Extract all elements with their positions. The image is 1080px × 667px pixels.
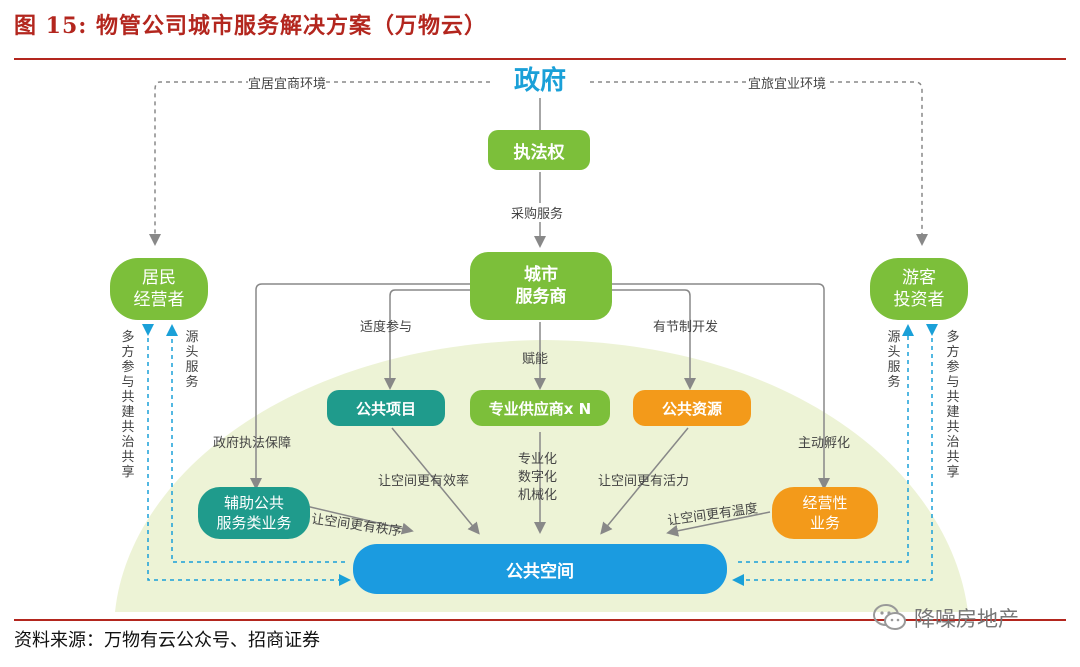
source-note: 资料来源：万物有云公众号、招商证券 <box>14 630 320 651</box>
label-professional: 专业化 <box>518 452 558 467</box>
enforcement-node: 执法权 <box>488 130 590 170</box>
left-outer-dashed-loop <box>142 324 351 586</box>
residents-node: 居民 经营者 <box>110 258 208 320</box>
label-livable-business-env: 宜居宜商环境 <box>248 73 327 92</box>
city-provider-line-2: 服务商 <box>515 287 567 307</box>
left-inner-dashed-loop <box>166 324 345 563</box>
provider-to-auxiliary-arrow <box>250 283 470 490</box>
label-digital: 数字化 <box>518 470 558 485</box>
city-service-provider-node: 城市 服务商 <box>470 252 612 320</box>
auxiliary-line-2: 服务类业务 <box>216 514 292 532</box>
label-moderate-participation: 适度参与 <box>360 320 413 335</box>
government-node: 政府 <box>513 66 566 96</box>
label-right-multi-party: 多方参与共建共治共享 <box>946 330 960 480</box>
visitors-line-1: 游客 <box>902 268 936 288</box>
right-outer-dashed-loop <box>732 324 938 586</box>
provider-to-resources-arrow <box>612 289 696 390</box>
watermark: 降噪房地产 <box>872 603 1019 633</box>
figure-title: 图 15: 物管公司城市服务解决方案（万物云） <box>14 13 488 39</box>
resources-to-space-arrow <box>600 427 689 535</box>
public-projects-node: 公共项目 <box>327 390 445 426</box>
top-right-dashed-arrow <box>590 81 928 246</box>
footer-rule <box>14 619 1066 621</box>
projects-to-space-arrow <box>391 427 480 535</box>
visitors-line-2: 投资者 <box>893 290 945 310</box>
provider-to-business-arrow <box>612 283 830 490</box>
label-more-vital: 让空间更有活力 <box>598 474 690 489</box>
top-left-dashed-arrow <box>149 81 490 246</box>
business-line-2: 业务 <box>809 514 840 532</box>
label-controlled-development: 有节制开发 <box>653 320 719 335</box>
suppliers-node: 专业供应商x N <box>470 390 610 426</box>
label-empower: 赋能 <box>522 352 549 367</box>
label-enforcement-guarantee: 政府执法保障 <box>213 436 292 451</box>
visitors-node: 游客 投资者 <box>870 258 968 320</box>
label-more-efficient: 让空间更有效率 <box>378 474 470 489</box>
provider-to-projects-arrow <box>384 289 470 390</box>
label-mechanized: 机械化 <box>518 488 558 503</box>
right-inner-dashed-loop <box>738 324 914 563</box>
residents-line-2: 经营者 <box>133 290 185 310</box>
label-left-source-service: 源头服务 <box>185 330 199 390</box>
wechat-icon <box>873 604 906 630</box>
public-resources-node: 公共资源 <box>633 390 751 426</box>
public-space-node: 公共空间 <box>353 544 727 594</box>
label-left-multi-party: 多方参与共建共治共享 <box>121 330 135 480</box>
business-node: 经营性 业务 <box>772 487 878 539</box>
label-procurement: 采购服务 <box>511 203 564 222</box>
city-provider-line-1: 城市 <box>524 265 558 285</box>
label-travel-industry-env: 宜旅宜业环境 <box>748 73 827 92</box>
auxiliary-line-1: 辅助公共 <box>223 494 284 512</box>
residents-line-1: 居民 <box>142 268 176 288</box>
auxiliary-services-node: 辅助公共 服务类业务 <box>198 487 310 539</box>
watermark-text: 降噪房地产 <box>914 607 1019 631</box>
title-rule <box>14 58 1066 60</box>
label-right-source-service: 源头服务 <box>887 330 901 390</box>
business-line-1: 经营性 <box>802 494 848 512</box>
label-active-incubation: 主动孵化 <box>798 436 851 451</box>
